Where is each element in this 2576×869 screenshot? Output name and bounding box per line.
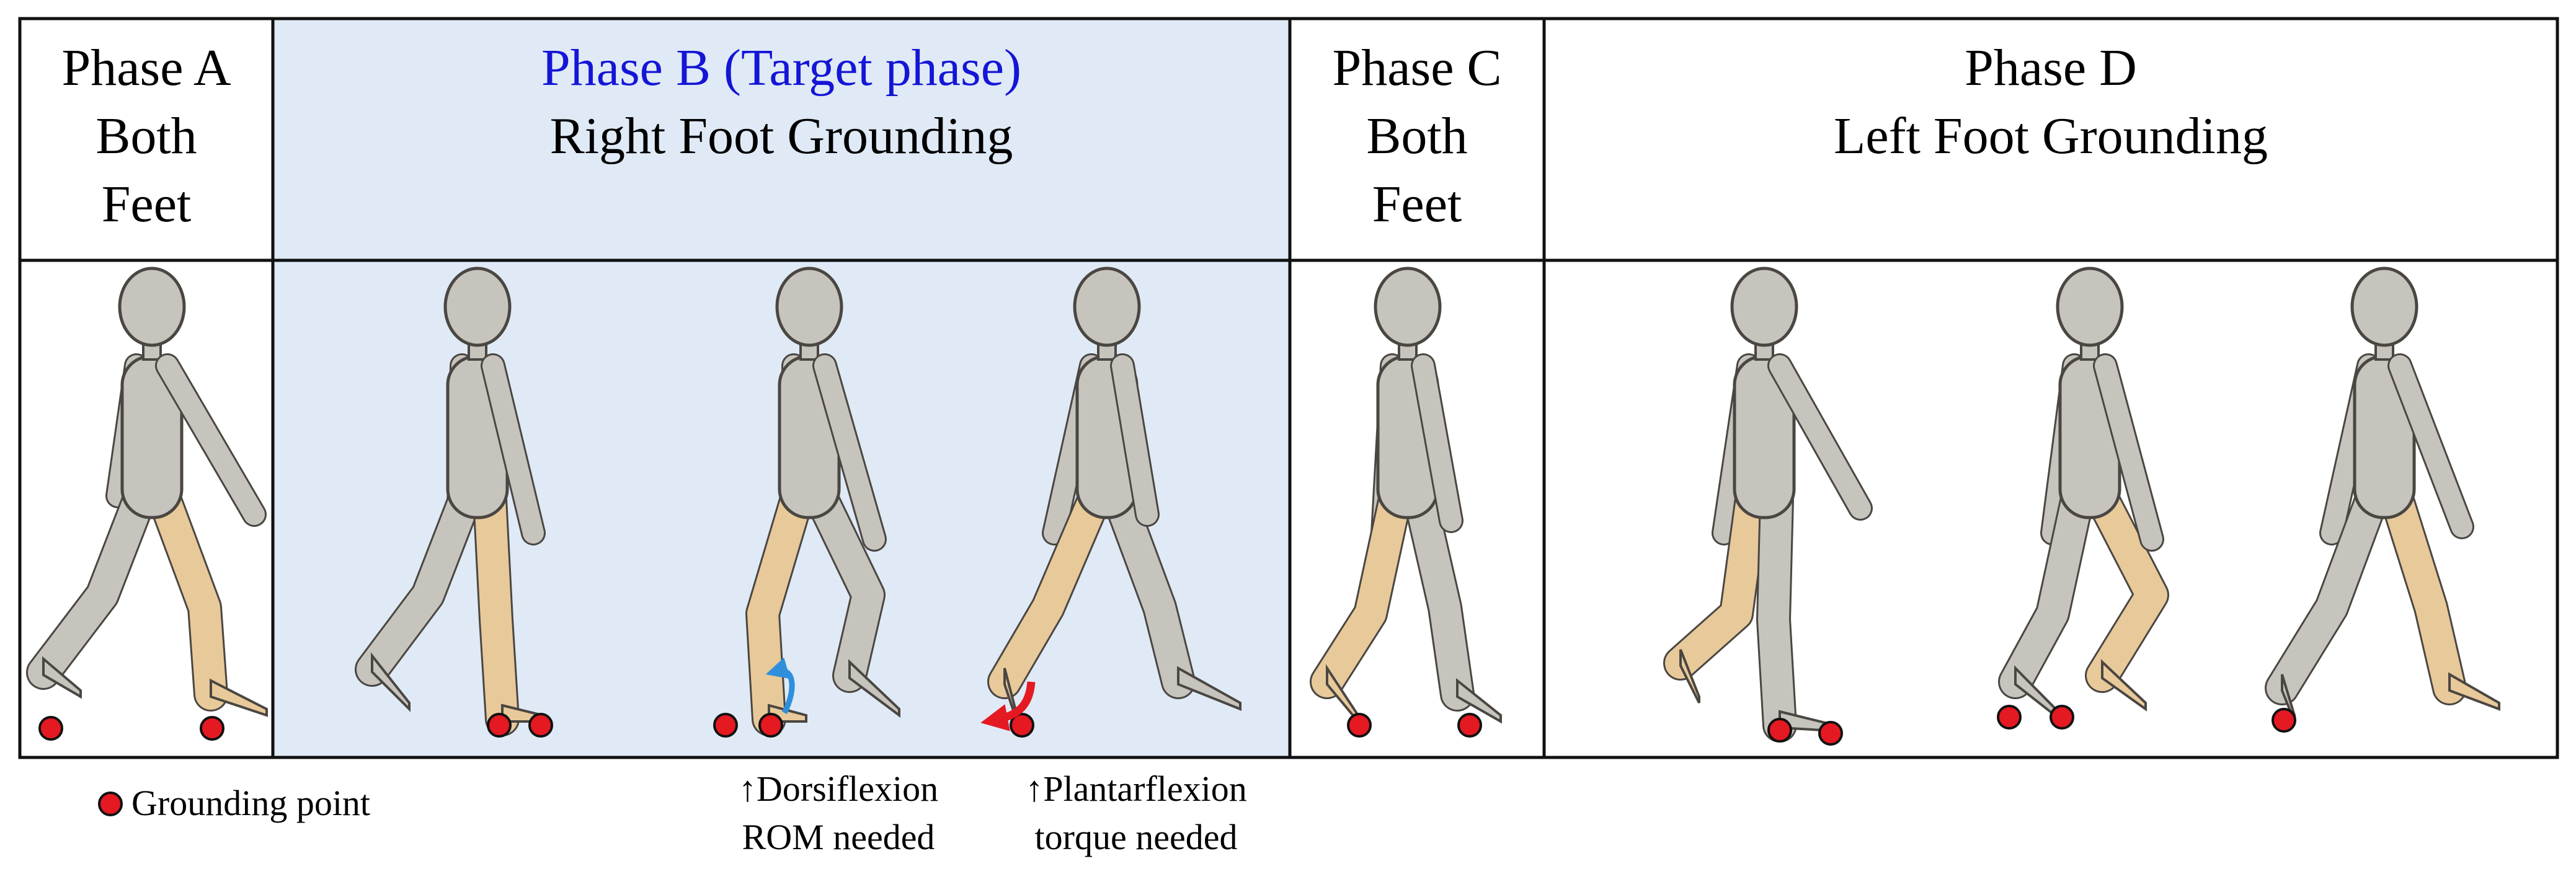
foot [2448, 672, 2500, 711]
grounding-point [1010, 713, 1034, 738]
phase-c-title: Phase C [1333, 39, 1502, 97]
front-arm [814, 355, 885, 550]
legend: Grounding point [98, 783, 370, 823]
swing-leg [28, 483, 155, 688]
head [118, 267, 186, 347]
phase-a-line2: Both [95, 107, 197, 165]
grounding-point [528, 713, 553, 738]
grounded-leg [2381, 483, 2465, 704]
front-arm [1413, 355, 1462, 531]
grounded-leg [1312, 483, 1411, 697]
swing-leg [2000, 483, 2093, 697]
foot [371, 652, 411, 712]
front-arm [157, 355, 265, 525]
grounded-leg [474, 483, 518, 734]
phase-b-title: Phase B (Target phase) [541, 39, 1021, 97]
walking-figure [1310, 267, 1502, 725]
phase-b-subtitle: Right Foot Grounding [550, 107, 1013, 165]
front-arm [1112, 355, 1158, 525]
dorsiflexion-note-line1: ↑Dorsiflexion [739, 769, 938, 809]
foot [1177, 666, 1241, 711]
grounding-point [1457, 713, 1482, 738]
grounded-leg [1665, 483, 1767, 679]
phase-c-header: Phase C Both Feet [1333, 39, 1502, 233]
foot [210, 678, 268, 717]
grounding-point [2050, 705, 2074, 730]
front-arm [482, 355, 544, 544]
phase-b-header: Phase B (Target phase) Right Foot Ground… [541, 39, 1021, 165]
grounding-point [713, 713, 738, 738]
swing-leg [2267, 483, 2387, 704]
grounded-leg [747, 483, 812, 734]
phase-c-line3: Feet [1372, 175, 1462, 233]
grounded-leg [149, 483, 226, 710]
grounding-point [487, 713, 512, 738]
foot [1679, 649, 1700, 704]
plantarflexion-arrow [980, 681, 1036, 731]
swing-leg [1758, 483, 1795, 741]
phase-d-title: Phase D [1965, 39, 2137, 97]
front-arm [2389, 355, 2472, 537]
walking-figure [26, 267, 268, 717]
front-arm [2095, 355, 2162, 550]
swing-leg [357, 483, 481, 685]
phase-d-subtitle: Left Foot Grounding [1834, 107, 2268, 165]
grounding-point-legend-dot [98, 792, 123, 816]
foot [42, 656, 82, 699]
head [2056, 267, 2124, 347]
grounding-point [38, 716, 63, 741]
head [775, 267, 843, 347]
grounding-point [1767, 718, 1792, 743]
walking-figures [26, 267, 2500, 746]
dorsiflexion-note: ↑Dorsiflexion ROM needed [739, 769, 938, 857]
walking-figure [745, 267, 900, 736]
head [2350, 267, 2418, 347]
legend-label: Grounding point [131, 783, 370, 823]
swing-leg [1405, 483, 1473, 710]
grounding-point [2272, 708, 2296, 733]
grounding-point [1818, 721, 1843, 746]
head [1374, 267, 1442, 347]
head [1073, 267, 1141, 347]
swing-leg [1104, 483, 1194, 697]
grounded-leg [2087, 483, 2167, 691]
head [443, 267, 512, 347]
dorsiflexion-note-line2: ROM needed [742, 817, 935, 857]
phase-c-line2: Both [1366, 107, 1467, 165]
foot [2101, 659, 2147, 712]
head [1730, 267, 1798, 347]
plantarflexion-note-line2: torque needed [1035, 817, 1238, 857]
grounding-point [758, 713, 783, 738]
foot [1456, 677, 1502, 724]
grounding-point [1347, 713, 1372, 738]
walking-figure [1663, 267, 1873, 743]
phase-a-title: Phase A [62, 39, 231, 97]
front-arm [1769, 355, 1871, 519]
phase-d-header: Phase D Left Foot Grounding [1834, 39, 2268, 165]
swing-leg [806, 483, 884, 691]
foot [848, 659, 900, 718]
walking-figure [987, 267, 1241, 722]
walking-figure [1998, 267, 2169, 721]
walking-figure [355, 267, 546, 736]
plantarflexion-note-line1: ↑Plantarflexion [1025, 769, 1247, 809]
table-grid [18, 17, 2559, 759]
phase-a-header: Phase A Both Feet [62, 39, 231, 233]
grounding-point [1997, 705, 2022, 730]
walking-figure [2265, 267, 2500, 722]
phase-a-line3: Feet [102, 175, 192, 233]
grounding-point [200, 716, 224, 741]
plantarflexion-note: ↑Plantarflexion torque needed [1025, 769, 1247, 857]
dorsiflexion-arrow [765, 657, 795, 715]
grounded-leg [989, 483, 1110, 697]
